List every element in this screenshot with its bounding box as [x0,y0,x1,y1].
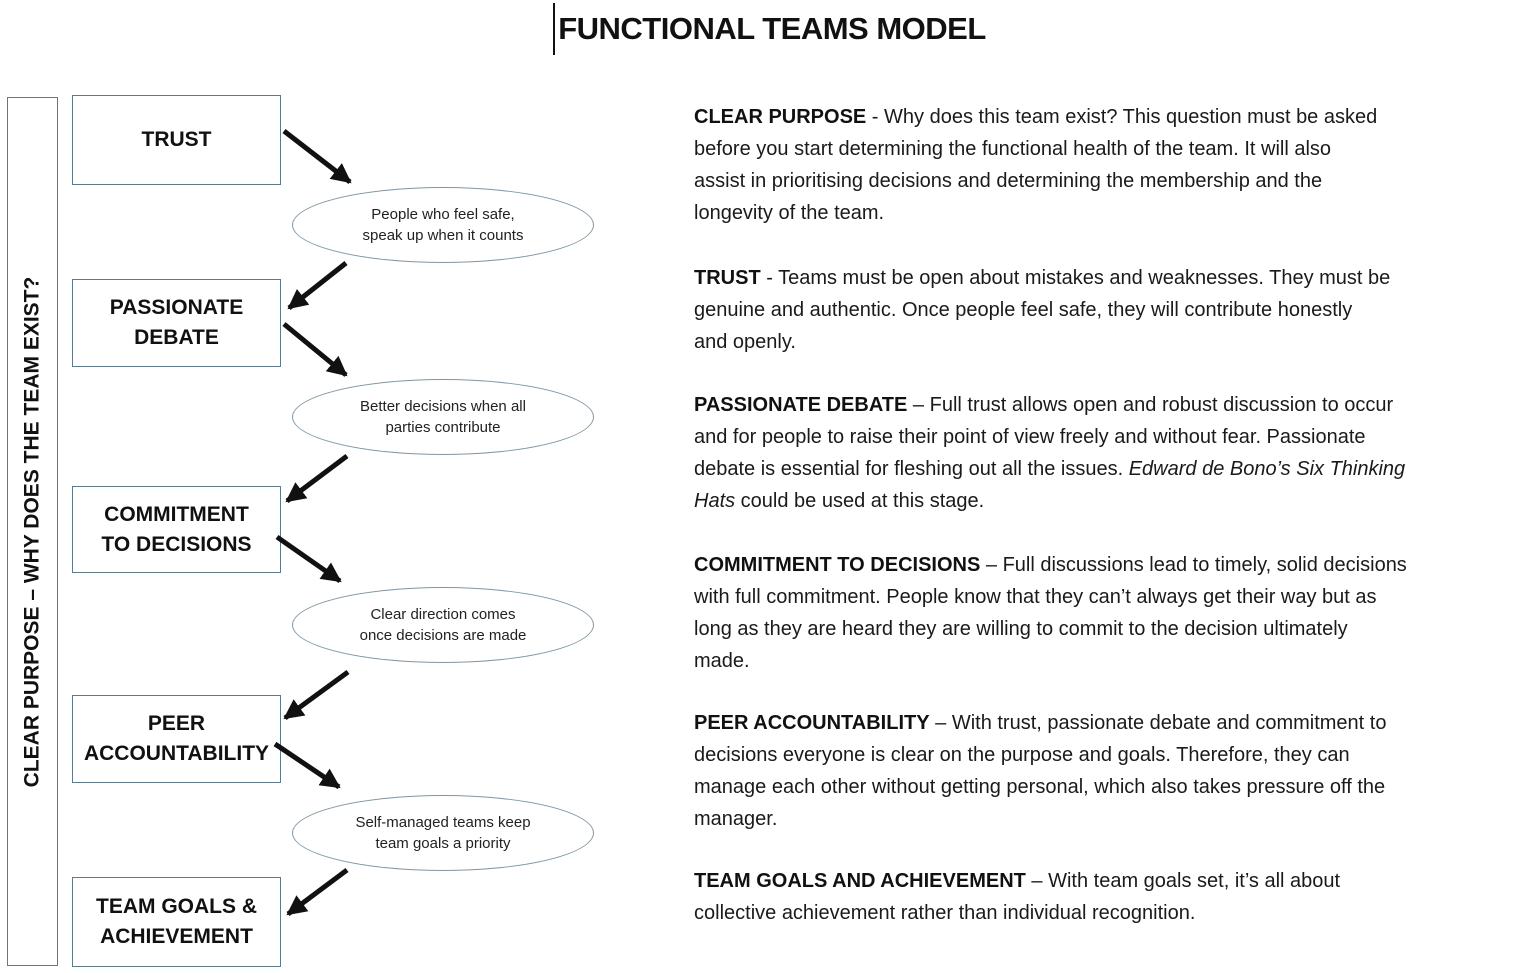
arrow-trust-to-ellipse1[interactable] [282,129,352,184]
description-separator: – [980,554,1003,576]
flow-box-team-goals-achievement[interactable]: TEAM GOALS & ACHIEVEMENT [72,877,281,967]
description-body: With team goals set, it’s all about coll… [694,870,1341,924]
description-separator: – [929,712,952,734]
flow-ellipse-better-decisions[interactable]: Better decisions when all parties contri… [292,379,594,455]
flow-box-trust[interactable]: TRUST [72,95,281,185]
description-body: With trust, passionate debate and commit… [694,712,1387,830]
arrow-ellipse4-to-team-goals[interactable] [286,867,349,917]
flow-box-passionate-debate[interactable]: PASSIONATE DEBATE [72,279,281,367]
description-body: Full trust allows open and robust discus… [694,394,1394,480]
description-heading: COMMITMENT TO DECISIONS [694,554,981,576]
description-clear-purpose[interactable]: CLEAR PURPOSE - Why does this team exist… [694,101,1539,229]
sidebar-clear-purpose-shape[interactable]: CLEAR PURPOSE – WHY DOES THE TEAM EXIST? [7,97,58,966]
description-trust[interactable]: TRUST - Teams must be open about mistake… [694,262,1539,358]
arrow-ellipse2-to-commitment[interactable] [285,454,349,503]
description-heading: PASSIONATE DEBATE [694,394,908,416]
description-separator: – [907,394,930,416]
description-team-goals-achievement[interactable]: TEAM GOALS AND ACHIEVEMENT – With team g… [694,865,1539,929]
flow-ellipse-self-managed-teams[interactable]: Self-managed teams keep team goals a pri… [292,795,594,871]
flow-ellipse-people-feel-safe[interactable]: People who feel safe, speak up when it c… [292,187,594,263]
flow-box-commitment-to-decisions[interactable]: COMMITMENT TO DECISIONS [72,486,281,573]
arrow-peer-accountability-to-ellipse4[interactable] [273,741,341,790]
description-body: Teams must be open about mistakes and we… [694,267,1391,353]
description-commitment-to-decisions[interactable]: COMMITMENT TO DECISIONS – Full discussio… [694,549,1539,677]
arrow-passionate-debate-to-ellipse2[interactable] [282,322,348,377]
description-separator: - [760,267,779,289]
description-after-italic: could be used at this stage. [735,490,985,512]
description-heading: TRUST [694,267,761,289]
flow-box-peer-accountability[interactable]: PEER ACCOUNTABILITY [72,695,281,783]
arrow-ellipse1-to-passionate-debate[interactable] [287,261,348,310]
description-italic-reference: Edward de Bono’s Six Thinking Hats [694,458,1406,512]
title-bar: FUNCTIONAL TEAMS MODEL [0,0,1539,58]
arrow-ellipse3-to-peer-accountability[interactable] [283,669,350,721]
description-body: Full discussions lead to timely, solid d… [694,554,1407,672]
flow-ellipse-clear-direction[interactable]: Clear direction comes once decisions are… [292,587,594,663]
sidebar-label: CLEAR PURPOSE – WHY DOES THE TEAM EXIST? [20,276,44,787]
description-separator: - [866,106,885,128]
arrow-commitment-to-ellipse3[interactable] [275,534,342,584]
description-peer-accountability[interactable]: PEER ACCOUNTABILITY – With trust, passio… [694,707,1539,835]
description-body: Why does this team exist? This question … [694,106,1378,224]
description-heading: PEER ACCOUNTABILITY [694,712,930,734]
description-heading: TEAM GOALS AND ACHIEVEMENT [694,870,1026,892]
description-separator: – [1025,870,1049,892]
description-passionate-debate[interactable]: PASSIONATE DEBATE – Full trust allows op… [694,389,1539,517]
text-cursor [553,3,556,55]
description-heading: CLEAR PURPOSE [694,106,867,128]
page-title[interactable]: FUNCTIONAL TEAMS MODEL [558,11,986,46]
